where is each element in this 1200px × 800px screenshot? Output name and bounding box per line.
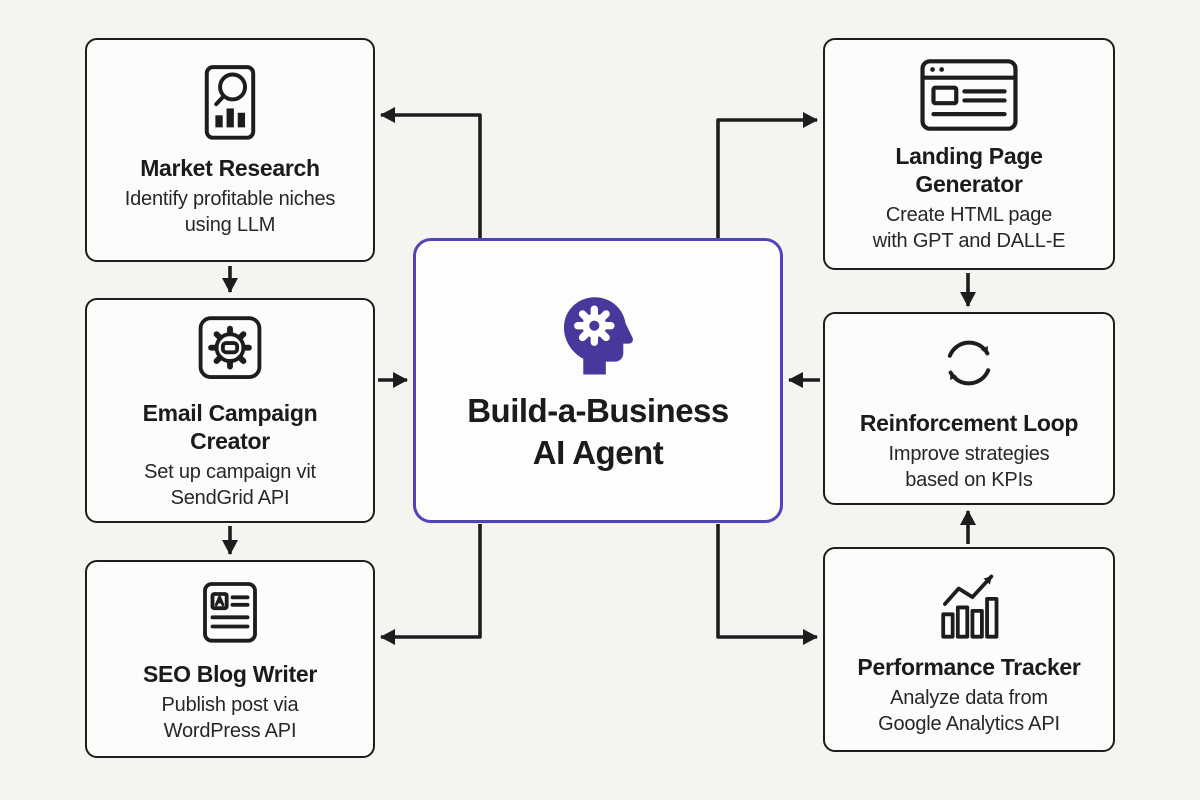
node-description: Create HTML page with GPT and DALL-E [872,203,1066,252]
arrow-center-to-seo-blog [380,524,482,645]
center-node-title: Build-a-Business AI Agent [467,392,729,471]
email-campaign-gear-icon [188,309,272,393]
node-description: Set up campaign vit SendGrid API [144,461,316,510]
market-research-magnifier-chart-icon [187,62,273,148]
node-title: Email Campaign Creator [142,400,318,455]
node-title: Performance Tracker [857,654,1081,681]
node-email-campaign-creator: Email Campaign Creator Set up campaign v… [85,298,375,523]
landing-page-browser-icon [914,54,1024,136]
node-title: Market Research [140,154,320,181]
reinforcement-loop-cycle-icon [929,323,1009,403]
node-seo-blog-writer: SEO Blog Writer Publish post via WordPre… [85,560,375,758]
node-title: SEO Blog Writer [143,660,317,687]
node-market-research: Market Research Identify profitable nich… [85,38,375,262]
center-node-build-a-business-ai-agent: Build-a-Business AI Agent [413,238,783,523]
node-landing-page-generator: Landing Page Generator Create HTML page … [823,38,1115,270]
node-title: Landing Page Generator [895,142,1043,197]
node-description: Improve strategies based on KPIs [888,443,1050,492]
ai-head-gear-icon [552,288,644,380]
node-description: Analyze data from Google Analytics API [878,687,1060,736]
node-title: Reinforcement Loop [859,410,1079,437]
arrow-center-to-performance [716,524,818,645]
node-description: Publish post via WordPress API [161,693,299,742]
node-performance-tracker: Performance Tracker Analyze data from Go… [823,547,1115,752]
node-reinforcement-loop: Reinforcement Loop Improve strategies ba… [823,312,1115,505]
arrow-center-to-landing-page [716,112,818,239]
arrow-center-to-market-research [380,107,482,239]
seo-blog-document-icon [188,574,272,654]
performance-tracker-chart-icon [925,561,1013,647]
node-description: Identify profitable niches using LLM [124,187,336,236]
